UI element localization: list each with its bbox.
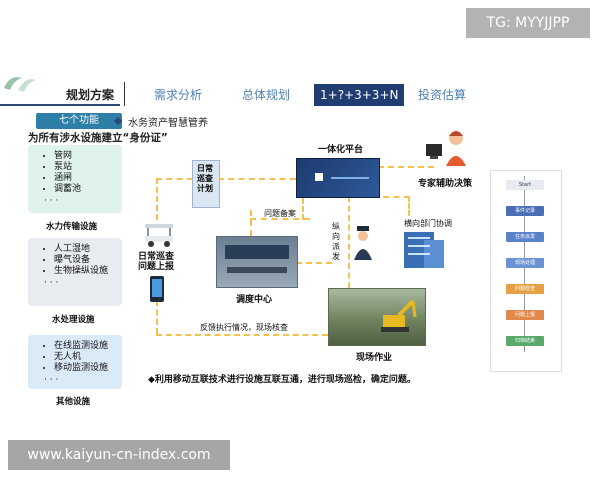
connector-line [378,166,434,168]
section-subtitle: 水务资产智慧管养 [128,118,208,129]
dispatch-center-photo [216,236,298,288]
dispatch-label: 纵向派发 [332,222,340,261]
platform-screen [296,158,380,198]
expert-operator-icon [426,131,466,166]
side-flow-step: 现场处理 [506,258,544,268]
connector-line [250,218,310,220]
field-work-photo [328,288,426,346]
connector-line [362,196,410,198]
officer-icon [354,226,372,260]
connector-line [156,178,296,180]
side-flow-step: 归档结束 [506,336,544,346]
list-item: 曝气设备 [54,255,122,266]
list-item: 无人机 [54,352,122,363]
connector-line [302,190,304,220]
screen-line [331,177,369,179]
expert-label: 专家辅助决策 [418,179,473,189]
list-item: 调蓄池 [54,184,122,195]
side-flow-step: Start [506,180,544,190]
watermark-top: TG: MYYJJPP [466,8,590,38]
section-pill: 七个功能 [36,113,122,129]
side-flow-step: 问题检查 [506,284,544,294]
panel-caption: 水力传输设施 [46,222,98,232]
tab-investment[interactable]: 投资估算 [418,88,467,102]
list-item: 生物操纵设施 [54,266,122,277]
mobile-phone-icon [150,276,164,302]
tab-planning[interactable]: 规划方案 [66,88,115,102]
list-item: 在线监测设施 [54,341,122,352]
connector-line [156,178,158,220]
plan-document: 日常巡查计划 [192,160,220,208]
patrol-vehicle-icon [145,224,173,247]
header-underline [0,104,120,106]
platform-label: 一体化平台 [318,145,364,155]
daily-plan-label: 日常巡查计划 [197,164,213,193]
side-flow-step: 问题上报 [506,310,544,320]
watermark-bottom: www.kaiyun-cn-index.com [8,440,230,470]
connector-line [408,196,410,216]
connector-line [296,262,332,264]
header-separator [124,82,125,106]
panel-other: 在线监测设施 无人机 移动监测设施 · · · [28,335,122,389]
panel-caption: 其他设施 [56,397,91,407]
list-item: 人工湿地 [54,244,122,255]
building-icon [404,232,444,268]
leaf-decoration-icon [4,77,36,92]
list-item: 涵闸 [54,173,122,184]
report-label: 日常巡查问题上报 [138,252,175,272]
side-flow-step: 任务派发 [506,232,544,242]
list-item: 移动监测设施 [54,363,122,374]
dispatch-center-label: 调度中心 [236,295,273,305]
more-dots: · · · [44,375,59,385]
wall-screen [225,245,289,259]
excavator-icon [381,299,417,332]
list-item: 管网 [54,151,122,162]
section-headline: 为所有涉水设施建立“身份证” [28,132,168,144]
tab-overall[interactable]: 总体规划 [242,88,291,102]
field-work-label: 现场作业 [356,353,393,363]
tab-requirements[interactable]: 需求分析 [154,88,203,102]
panel-hydraulic: 管网 泵站 涵闸 调蓄池 · · · [28,145,122,213]
qr-code-icon [315,173,323,181]
list-item: 泵站 [54,162,122,173]
panel-caption: 水处理设施 [52,315,95,325]
tab-framework[interactable]: 1+?+3+3+N [314,84,405,106]
panel-treatment: 人工湿地 曝气设备 生物操纵设施 · · · [28,238,122,306]
more-dots: · · · [44,196,59,206]
connector-line [156,334,328,336]
feedback-label: 反馈执行情况，现场核查 [200,323,288,332]
console-desk [227,267,287,273]
connector-line [348,196,350,288]
side-flow-step: 事件记录 [506,206,544,216]
footer-note: ◆利用移动互联技术进行设施互联互通，进行现场巡检，确定问题。 [148,375,416,385]
phone-screen [152,279,162,297]
connector-line [156,300,158,334]
coordination-label: 横向部门协调 [404,219,452,228]
problem-record-label: 问题备案 [264,209,296,218]
more-dots: · · · [44,278,59,288]
connector-line [250,210,252,236]
